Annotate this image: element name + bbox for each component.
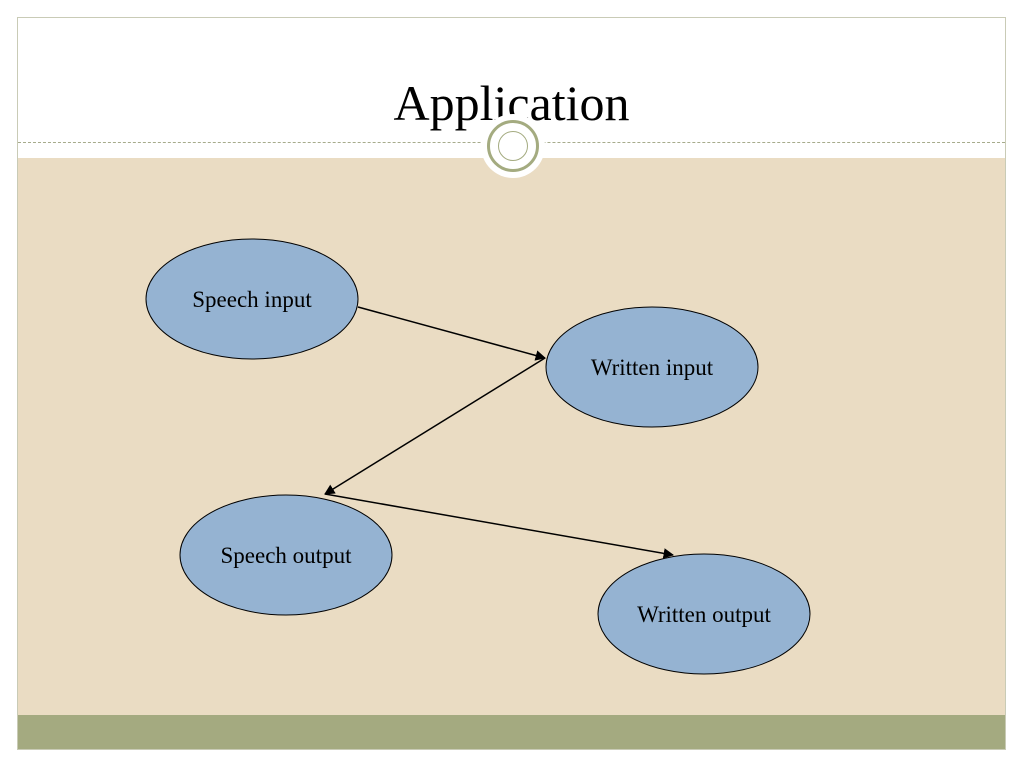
- arrow-speech-output-to-written-output: [324, 493, 675, 559]
- divider-ornament: [481, 114, 545, 178]
- node-speech-input: Speech input: [145, 238, 359, 360]
- node-shape: [145, 238, 359, 360]
- footer-bar: [18, 715, 1005, 749]
- node-speech-output: Speech output: [179, 494, 393, 616]
- node-shape: [179, 494, 393, 616]
- arrow-written-input-to-speech-output: [324, 357, 546, 495]
- node-shape: [597, 553, 811, 675]
- slide: Application: [17, 17, 1006, 750]
- node-label: Speech output: [221, 543, 353, 568]
- node-label: Written output: [637, 602, 771, 627]
- node-written-input: Written input: [545, 306, 759, 428]
- node-label: Written input: [591, 355, 714, 380]
- arrow-speech-input-to-written-input: [357, 306, 547, 361]
- node-label: Speech input: [192, 287, 312, 312]
- ornament-ring-icon: [487, 120, 539, 172]
- node-written-output: Written output: [597, 553, 811, 675]
- node-shape: [545, 306, 759, 428]
